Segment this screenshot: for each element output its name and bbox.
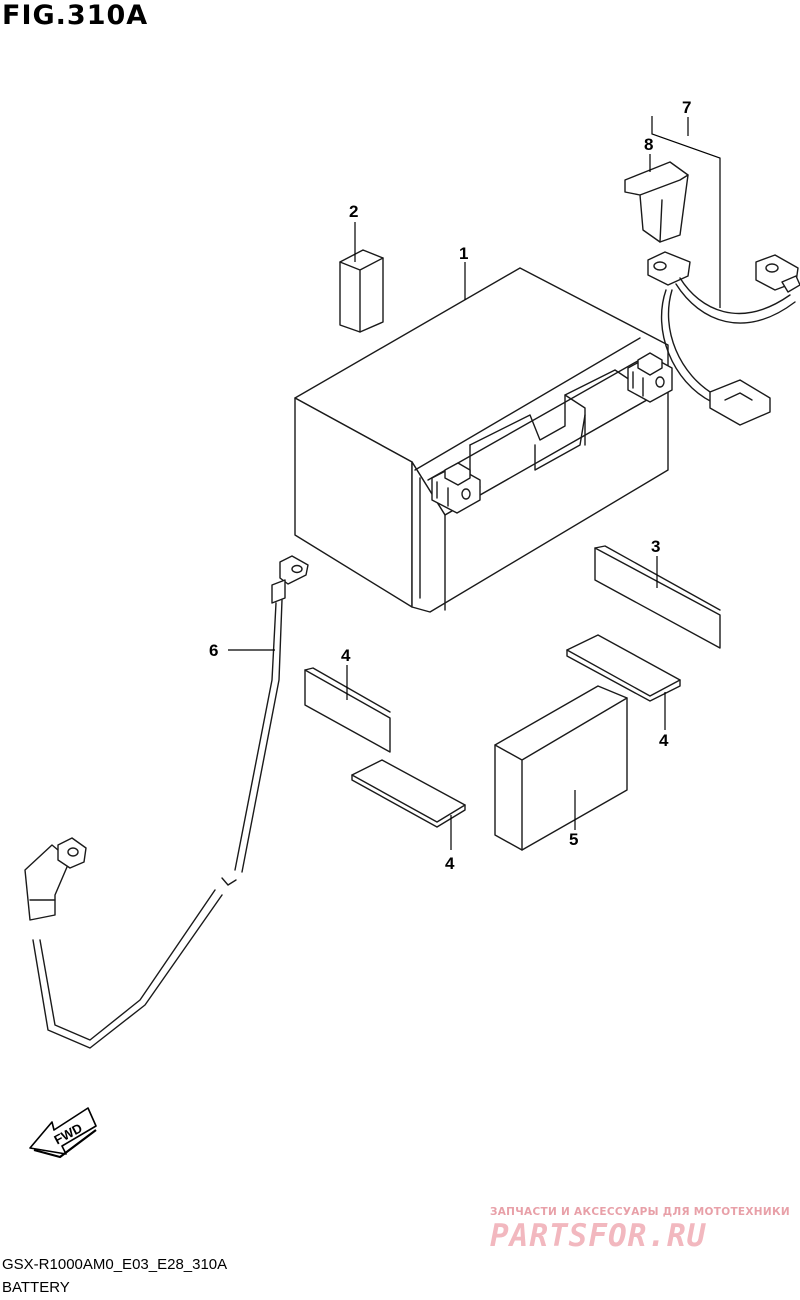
callout-6: 6 [209, 641, 218, 660]
watermark-brand: PARTSFOR.RU [490, 1218, 707, 1254]
callout-3: 3 [651, 537, 660, 556]
callout-4-right: 4 [659, 731, 669, 750]
battery-terminal-rear [627, 352, 673, 403]
part-4-pad-left [304, 667, 391, 753]
part-3-pad [594, 545, 721, 649]
section-name: BATTERY [2, 1279, 70, 1296]
watermark-tagline: ЗАПЧАСТИ И АКСЕССУАРЫ ДЛЯ МОТОТЕХНИКИ [490, 1206, 790, 1218]
battery-terminal-front [431, 462, 481, 514]
model-code: GSX-R1000AM0_E03_E28_310A [2, 1256, 228, 1273]
callout-5: 5 [569, 830, 578, 849]
callout-4-left: 4 [341, 646, 351, 665]
callout-2: 2 [349, 202, 358, 221]
part-6-cable [24, 555, 309, 1049]
callout-1: 1 [459, 244, 468, 263]
battery [294, 267, 673, 613]
leader-lines [228, 116, 721, 850]
part-4-pad-right [566, 634, 681, 702]
callout-4-lower: 4 [445, 854, 455, 873]
part-2-block [339, 249, 384, 333]
callout-8: 8 [644, 135, 653, 154]
part-5-box [494, 685, 628, 851]
part-4-pad-lower [351, 759, 466, 828]
part-7-cable [647, 251, 800, 426]
fwd-arrow-icon: FWD [29, 1107, 97, 1159]
part-8-cover [624, 161, 689, 243]
callout-7: 7 [682, 98, 691, 117]
figure-title: FIG.310A [2, 0, 149, 31]
